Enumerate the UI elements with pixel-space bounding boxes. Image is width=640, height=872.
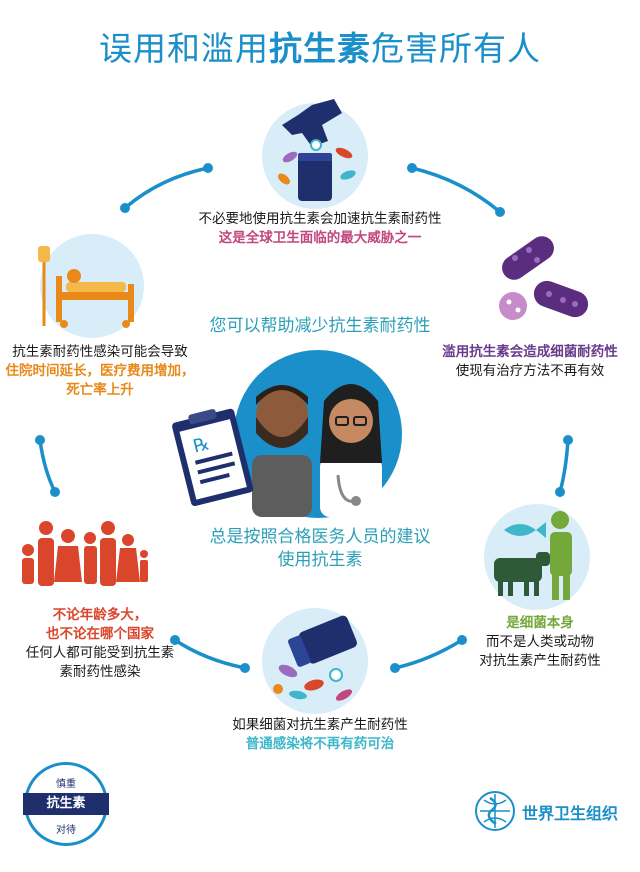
title-part-1: 误用和滥用 [99,29,269,68]
hospital-bed-icon [38,246,134,328]
left-top-caption-line1: 抗生素耐药性感染可能会导致 [12,344,188,360]
bottom-caption-line2: 普通感染将不再有药可治 [245,736,395,752]
bottom-caption: 如果细菌对抗生素产生耐药性 普通感染将不再有药可治 [150,716,490,754]
right-bottom-caption: 是细菌本身 而不是人类或动物 对抗生素产生耐药性 [440,614,640,671]
arc-top-left [123,166,210,210]
center-advice-line2: 使用抗生素 [277,550,363,570]
badge-middle-text: 抗生素 [23,793,109,815]
right-bottom-caption-line3: 对抗生素产生耐药性 [479,653,601,669]
left-top-caption: 抗生素耐药性感染可能会导致 住院时间延长，医疗费用增加， 死亡率上升 [0,343,200,400]
right-bottom-caption-line2: 而不是人类或动物 [486,634,594,650]
center-heading: 您可以帮助减少抗生素耐药性 [209,316,431,336]
left-bottom-caption-line3: 任何人都可能受到抗生素 [25,645,175,661]
right-bottom-caption-line1: 是细菌本身 [506,615,574,631]
antibiotic-badge: 慎重 抗生素 对待 [23,762,109,846]
left-top-caption-line2: 住院时间延长，医疗费用增加， [5,363,195,379]
top-caption-line1: 不必要地使用抗生素会加速抗生素耐药性 [198,211,442,227]
left-bottom-caption-line1: 不论年龄多大， [52,607,148,623]
left-top-caption-line3: 死亡率上升 [66,382,134,398]
left-bottom-caption-line4: 素耐药性感染 [59,664,141,680]
bacteria-icon [499,236,589,320]
hand-pills-icon [278,99,356,201]
title-part-2: 抗生素 [269,29,371,68]
arc-bottom-right [393,638,464,670]
who-emblem-icon [475,791,515,831]
right-top-caption-line2: 使现有治疗方法不再有效 [455,363,605,379]
title-part-3: 危害所有人 [371,29,541,68]
page-title: 误用和滥用抗生素危害所有人 [0,22,640,70]
doctors-icon: ℞ [172,384,382,517]
pill-bottle-icon [273,615,357,701]
badge-top-text: 慎重 [56,779,76,790]
badge-bottom-text: 对待 [56,825,76,836]
top-caption-line2: 这是全球卫生面临的最大威胁之一 [218,230,422,246]
animals-human-icon [494,511,572,600]
arc-right [558,438,570,494]
arc-top-right [410,166,502,214]
left-bottom-caption-line2: 也不论在哪个国家 [46,626,154,642]
center-advice: 总是按照合格医务人员的建议 使用抗生素 [170,526,470,572]
who-name: 世界卫生组织 [522,804,619,823]
arc-bottom-left [173,638,247,670]
people-icon [22,521,148,586]
svg-text:℞: ℞ [191,433,212,457]
right-top-caption-line1: 滥用抗生素会造成细菌耐药性 [442,344,618,360]
arc-left [38,438,57,494]
top-caption: 不必要地使用抗生素会加速抗生素耐药性 这是全球卫生面临的最大威胁之一 [150,210,490,248]
left-bottom-caption: 不论年龄多大， 也不论在哪个国家 任何人都可能受到抗生素 素耐药性感染 [0,606,200,682]
right-top-caption: 滥用抗生素会造成细菌耐药性 使现有治疗方法不再有效 [420,343,640,381]
center-advice-line1: 总是按照合格医务人员的建议 [209,527,431,547]
bottom-caption-line1: 如果细菌对抗生素产生耐药性 [232,717,408,733]
